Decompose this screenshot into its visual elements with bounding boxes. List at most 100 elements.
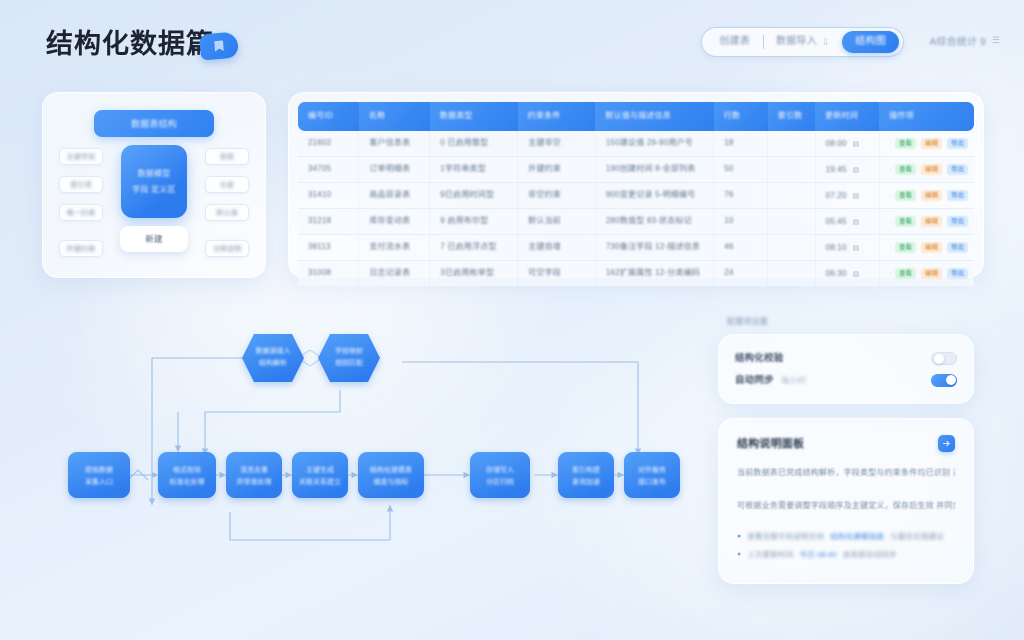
schematic-chip-left-0[interactable]: 主键字段 (59, 148, 103, 165)
action-prefix: · (889, 140, 892, 147)
flow-node-n7[interactable]: 索引构建 查询加速 (558, 452, 614, 498)
schematic-chip-left-1[interactable]: 索引项 (59, 176, 103, 193)
cell-count-text: 24 (724, 268, 734, 277)
schematic-chip-right-3[interactable]: 注释说明 (205, 240, 249, 257)
action-tag[interactable]: 导出 (946, 190, 968, 201)
cell-actions[interactable]: ·查看编辑导出 (879, 182, 974, 209)
action-tag[interactable]: 查看 (894, 216, 916, 227)
action-tag[interactable]: 导出 (946, 164, 968, 175)
action-tag[interactable]: 编辑 (920, 164, 942, 175)
action-tag[interactable]: 导出 (946, 268, 968, 279)
column-header-type[interactable]: 数据类型 (429, 102, 518, 131)
info-paragraph-1: 当前数据表已完成结构解析，字段类型与约束条件均已识别 并完成映射 (737, 465, 955, 487)
cell-actions[interactable]: ·查看编辑导出 (879, 234, 974, 261)
column-header-desc[interactable]: 默认值与描述信息 (595, 102, 714, 131)
action-tag[interactable]: 导出 (946, 216, 968, 227)
action-tag[interactable]: 编辑 (920, 242, 942, 253)
column-header-index[interactable]: 索引数 (767, 102, 816, 131)
cell-count: 18 (713, 131, 769, 157)
flow-node-n8[interactable]: 对外服务 接口发布 (624, 452, 680, 498)
info-link-anchor[interactable]: 结构化建模指南 (830, 532, 885, 541)
flow-node-line2: 查询加速 (572, 477, 600, 486)
cell-name: 支付流水表 (358, 234, 431, 261)
flow-node-n4[interactable]: 主键生成 关联关系建立 (292, 452, 348, 498)
action-tag[interactable]: 查看 (894, 190, 916, 201)
column-label: 约束条件 (527, 111, 561, 120)
action-tag[interactable]: 导出 (946, 138, 968, 149)
schematic-chip-right-2[interactable]: 默认值 (205, 204, 249, 221)
flow-node-h2[interactable]: 字段映射 规则匹配 (318, 334, 380, 382)
action-tag[interactable]: 编辑 (920, 190, 942, 201)
arrow-right-icon[interactable] (938, 435, 955, 452)
action-tag[interactable]: 查看 (894, 242, 916, 253)
schematic-chip-left-3[interactable]: 外键约束 (59, 240, 103, 257)
flow-node-n2[interactable]: 格式校验 标准化处理 (158, 452, 216, 498)
info-paragraph-2-text: 可根据业务需要调整字段顺序及主键定义，保存后生效 并同步下游 (737, 501, 955, 510)
info-link-row-1[interactable]: ● 上次更新时间 今日 08:40 由系统自动同步 (737, 549, 955, 560)
schematic-chip-left-2[interactable]: 唯一约束 (59, 204, 103, 221)
info-link-row-0[interactable]: ● 查看完整字段说明文档 结构化建模指南 与最佳实践建议 (737, 531, 955, 542)
action-tag[interactable]: 查看 (894, 268, 916, 279)
flow-node-n1[interactable]: 原始数据 采集入口 (68, 452, 130, 498)
cell-id-text: 31008 (308, 268, 332, 277)
nav-item-2[interactable]: 结构图 (842, 31, 899, 53)
cell-constraint-text: 主键非空 (528, 138, 561, 147)
flow-node-n3[interactable]: 清洗去重 异常值处理 (226, 452, 282, 498)
data-table: 编号ID 名称 数据类型 约束条件 默认值与描述信息 行数 索引数 更新时间 操… (298, 102, 974, 286)
cell-updated: 19:45▤ (815, 156, 880, 183)
schematic-chip-right-1[interactable]: 长度 (205, 176, 249, 193)
chip-label: 外键约束 (66, 245, 96, 253)
column-header-actions[interactable]: 操作项 (879, 102, 974, 131)
schematic-core-node[interactable]: 数据模型 字段 定义区 (121, 145, 187, 218)
schematic-core-line2: 字段 定义区 (132, 185, 176, 194)
cell-count: 10 (713, 208, 769, 235)
setting-row-0[interactable]: 结构化校验 (735, 347, 957, 369)
column-header-count[interactable]: 行数 (713, 102, 768, 131)
nav-outside-item[interactable]: A综合统计 9 ☰ (930, 33, 1001, 48)
cell-actions[interactable]: ·查看编辑导出 (879, 208, 974, 235)
column-header-id[interactable]: 编号ID (298, 102, 359, 131)
schematic-panel: 数据表结构 数据模型 字段 定义区 新建 主键字段 索引项 唯一约束 外键约束 … (42, 92, 266, 278)
toggle-switch-validation[interactable] (931, 351, 957, 365)
cell-count: 46 (713, 234, 769, 261)
schematic-header[interactable]: 数据表结构 (94, 110, 214, 137)
column-header-name[interactable]: 名称 (358, 102, 430, 131)
cell-actions[interactable]: ·查看编辑导出 (879, 156, 974, 183)
toggle-knob (945, 375, 956, 385)
nav-item-0[interactable]: 创建表 (706, 31, 763, 53)
action-tag[interactable]: 查看 (894, 138, 916, 149)
cell-constraint: 主键自增 (517, 234, 596, 261)
cell-type-text: 9已启用时间型 (440, 190, 495, 199)
setting-row-1[interactable]: 自动同步 每小时 (735, 369, 957, 391)
action-tag[interactable]: 编辑 (920, 268, 942, 279)
cell-type: 9已启用时间型 (429, 182, 519, 209)
action-tag[interactable]: 查看 (894, 164, 916, 175)
cell-index (767, 208, 816, 235)
column-header-updated[interactable]: 更新时间 (815, 102, 880, 131)
action-tag[interactable]: 导出 (946, 242, 968, 253)
cell-constraint-text: 非空约束 (528, 190, 561, 199)
action-tag[interactable]: 编辑 (920, 138, 942, 149)
schematic-chip-right-0[interactable]: 类型 (205, 148, 249, 165)
column-header-constraint[interactable]: 约束条件 (517, 102, 596, 131)
cell-actions[interactable]: ·查看编辑导出 (879, 131, 974, 157)
info-link-anchor[interactable]: 今日 08:40 (799, 550, 837, 559)
cell-actions[interactable]: ·查看编辑导出 (879, 261, 974, 287)
toggle-switch-autosync[interactable] (931, 373, 957, 387)
flow-node-line1: 存储写入 (486, 465, 514, 474)
nav-segmented-control[interactable]: 创建表 数据导入 ⇩ 结构图 (701, 27, 904, 57)
nav-item-1[interactable]: 数据导入 ⇩ (763, 31, 842, 53)
schematic-new-button[interactable]: 新建 (120, 226, 188, 252)
flow-node-n6[interactable]: 存储写入 分区归档 (470, 452, 530, 498)
cell-index (767, 182, 816, 209)
cell-count-text: 76 (724, 190, 734, 199)
flow-node-h1[interactable]: 数据源接入 结构解析 (242, 334, 304, 382)
flow-node-n5[interactable]: 结构化建模表 维度与指标 (358, 452, 424, 498)
action-tag[interactable]: 编辑 (920, 216, 942, 227)
